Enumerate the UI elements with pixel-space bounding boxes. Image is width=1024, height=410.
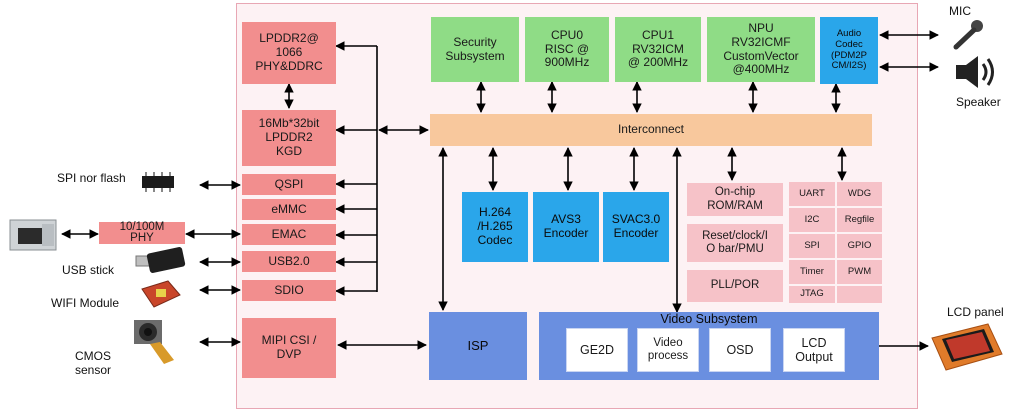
onchip-label: On-chip ROM/RAM [707,186,763,212]
npu-block: NPU RV32ICMF CustomVector @400MHz [707,17,815,82]
flash-chip-icon [142,172,174,192]
mic-label: MIC [949,4,971,18]
pll-label: PLL/POR [710,279,760,292]
microphone-icon [953,20,983,50]
avs3-label: AVS3 Encoder [543,212,589,240]
emmc-block: eMMC [242,199,336,220]
video-process-label: Video process [647,336,689,362]
pwm-label: PWM [847,265,872,277]
sdio-block: SDIO [242,280,336,301]
jtag-cell: JTAG [789,286,835,303]
cpu1-block: CPU1 RV32ICM @ 200MHz [615,17,701,82]
cpu1-label: CPU1 RV32ICM @ 200MHz [627,27,689,70]
lpddr2-phy-label: LPDDR2@ 1066 PHY&DDRC [255,31,323,73]
uart-label: UART [799,187,825,199]
emmc-label: eMMC [271,201,307,216]
lcd-output-label: LCD Output [795,335,833,364]
i2c-label: I2C [804,213,820,225]
wdg-cell: WDG [837,182,882,206]
onchip-rom-ram-block: On-chip ROM/RAM [687,183,783,216]
ethernet-phy-block: 10/100M PHY [99,220,185,244]
audio-codec-block: Audio Codec (PDM2P CM/I2S) [820,17,878,84]
qspi-label: QSPI [274,176,304,191]
lpddr2-kgd-block: 16Mb*32bit LPDDR2 KGD [242,110,336,166]
osd-label: OSD [726,342,754,357]
isp-label: ISP [467,337,489,353]
osd-block: OSD [709,328,771,372]
lcd-panel-icon [931,323,1003,371]
cpu0-label: CPU0 RISC @ 900MHz [544,27,590,70]
empty-cell [837,286,882,303]
usb-stick-label: USB stick [62,263,115,277]
ethernet-phy-label: 10/100M PHY [119,220,165,244]
spi-label: SPI [804,239,820,251]
regfile-cell: Regfile [837,208,882,232]
gpio-cell: GPIO [837,234,882,258]
uart-cell: UART [789,182,835,206]
cmos-sensor-label: CMOS sensor [75,349,112,377]
h264-label: H.264 /H.265 Codec [477,205,513,247]
wifi-module-label: WIFI Module [51,296,120,310]
interconnect-label: Interconnect [617,122,685,137]
npu-label: NPU RV32ICMF CustomVector @400MHz [723,20,799,77]
speaker-icon [956,56,994,88]
svac-encoder-block: SVAC3.0 Encoder [603,192,669,262]
spi-nor-flash-label: SPI nor flash [57,171,126,185]
svac-label: SVAC3.0 Encoder [611,212,661,240]
reset-label: Reset/clock/I O bar/PMU [702,229,768,255]
mipi-label: MIPI CSI / DVP [261,333,317,361]
spi-cell: SPI [789,234,835,258]
emac-block: EMAC [242,224,336,245]
wdg-label: WDG [847,187,872,199]
emac-label: EMAC [271,226,307,241]
interconnect-bar: Interconnect [430,114,872,146]
ethernet-port-icon [9,219,57,251]
pll-por-block: PLL/POR [687,270,783,302]
usb2-block: USB2.0 [242,251,336,272]
video-subsystem-title: Video Subsystem [660,312,758,326]
sdio-label: SDIO [274,282,304,297]
mipi-csi-dvp-block: MIPI CSI / DVP [242,318,336,378]
cpu0-block: CPU0 RISC @ 900MHz [525,17,609,82]
security-subsystem-block: Security Subsystem [431,17,519,82]
lpddr2-kgd-label: 16Mb*32bit LPDDR2 KGD [258,116,320,158]
video-process-block: Video process [637,328,699,372]
h264-h265-codec-block: H.264 /H.265 Codec [462,192,528,262]
pwm-cell: PWM [837,260,882,284]
avs3-encoder-block: AVS3 Encoder [533,192,599,262]
reset-clock-pmu-block: Reset/clock/I O bar/PMU [687,224,783,262]
usb2-label: USB2.0 [268,253,310,268]
jtag-label: JTAG [800,288,824,300]
lcd-panel-label: LCD panel [947,305,1004,319]
ge2d-block: GE2D [566,328,628,372]
qspi-block: QSPI [242,174,336,195]
audio-label: Audio Codec (PDM2P CM/I2S) [831,27,867,72]
cmos-sensor-icon [134,320,174,364]
ge2d-label: GE2D [579,342,615,357]
timer-label: Timer [800,265,824,277]
i2c-cell: I2C [789,208,835,232]
isp-block: ISP [429,312,527,380]
gpio-label: GPIO [847,239,872,251]
lpddr2-phy-block: LPDDR2@ 1066 PHY&DDRC [242,22,336,84]
usb-stick-icon [135,247,186,273]
wifi-module-icon [141,280,181,308]
regfile-label: Regfile [844,213,875,225]
timer-cell: Timer [789,260,835,284]
speaker-label: Speaker [956,95,1001,109]
lcd-output-block: LCD Output [783,328,845,372]
security-label: Security Subsystem [445,34,505,63]
